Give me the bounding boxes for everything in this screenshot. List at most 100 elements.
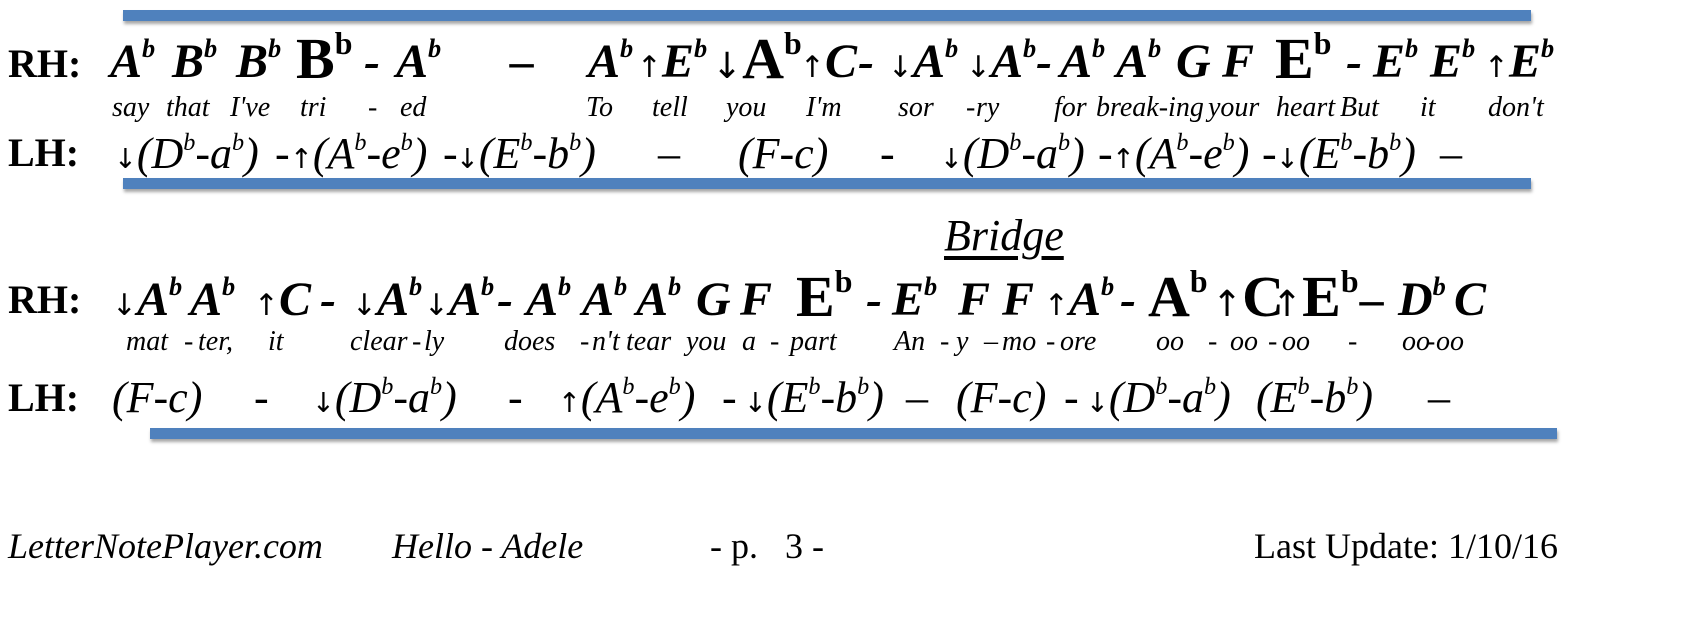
flat-sign: b — [381, 372, 394, 400]
lyric-syllable: - — [412, 326, 422, 357]
lyric-syllable: oo — [1436, 326, 1464, 357]
rh-note: Db — [1398, 273, 1446, 326]
lyric-syllable: it — [268, 326, 284, 357]
flat-sign: b — [1100, 271, 1115, 302]
note-letter: A — [742, 26, 785, 91]
lyric-syllable: ter, — [198, 326, 233, 357]
note-letter: E — [1302, 264, 1341, 329]
lh-chord: - — [443, 132, 458, 176]
rh-note: Bb — [296, 28, 352, 88]
note-letter: A — [912, 35, 945, 88]
flat-sign: b — [857, 372, 870, 400]
note-letter: E — [892, 273, 925, 326]
flat-sign: b — [693, 33, 708, 64]
chord-text: -e — [1188, 129, 1223, 178]
arrow-down-icon: ↓ — [1276, 144, 1299, 175]
flat-sign: b — [1092, 33, 1106, 64]
lyric-syllable: - — [770, 326, 780, 357]
rh-note: ↑C — [254, 276, 311, 324]
note-letter: E — [1275, 26, 1314, 91]
lh-chord: - — [1098, 132, 1113, 176]
lyric-syllable: you — [686, 326, 727, 357]
rh-note: ↓Ab — [352, 273, 422, 324]
note-letter: A — [110, 35, 143, 88]
chord-text: (A — [1134, 129, 1177, 178]
arrow-up-icon: ↑ — [290, 144, 313, 175]
lyric-syllable: An — [894, 326, 926, 357]
flat-sign: b — [268, 33, 282, 64]
arrow-down-icon: ↓ — [424, 288, 449, 323]
rh-note: ↑C — [800, 38, 857, 86]
rh-note: Ab — [1060, 35, 1105, 86]
rh-note: - — [858, 38, 874, 86]
chord-text: -e — [634, 373, 669, 422]
lyric-syllable: oo — [1156, 326, 1184, 357]
rh-note: Ab — [588, 35, 633, 88]
flat-sign: b — [1022, 33, 1037, 64]
flat-sign: b — [232, 128, 245, 156]
flat-sign: b — [168, 271, 183, 302]
note-letter: C — [824, 35, 857, 88]
flat-sign: b — [334, 26, 353, 62]
flat-sign: b — [400, 128, 413, 156]
lh-chord: - — [1064, 376, 1079, 420]
flat-sign: b — [834, 264, 853, 300]
flat-sign: b — [668, 271, 682, 302]
rh-note: F — [1002, 276, 1034, 324]
rh-note: – — [510, 38, 534, 86]
arrow-down-icon: ↓ — [456, 144, 479, 175]
flat-sign: b — [222, 271, 236, 302]
chord-text: (E — [1298, 129, 1341, 178]
rh-note: F — [958, 276, 990, 324]
lyric-syllable: your — [1208, 92, 1260, 123]
flat-sign: b — [142, 33, 156, 64]
lyric-syllable: don't — [1488, 92, 1544, 123]
lh-chords-line: ↓(Db-ab)-↑(Ab-eb)-↓(Eb-bb)–(F-c)-↓(Db-ab… — [0, 128, 1681, 178]
note-letter: C — [1242, 264, 1285, 329]
lh-chord: – — [1428, 376, 1450, 420]
lh-chords-line: (F-c)-↓(Db-ab)-↑(Ab-eb)-↓(Eb-bb)–(F-c)-↓… — [0, 372, 1681, 422]
lh-chord: ↑(Ab-eb) — [290, 128, 428, 178]
lh-chord: - — [254, 376, 269, 420]
chord-text: -b — [820, 373, 858, 422]
note-letter: - — [497, 273, 513, 326]
lyric-syllable: mo — [1002, 326, 1037, 357]
chord-text: ) — [680, 373, 696, 422]
chord-text: ) — [1234, 129, 1250, 178]
note-letter: A — [1148, 264, 1190, 329]
lyric-syllable: break-ing — [1096, 92, 1204, 123]
flat-sign: b — [1204, 372, 1217, 400]
note-letter: D — [1398, 273, 1433, 326]
rh-note: - — [1120, 276, 1136, 324]
flat-sign: b — [1389, 128, 1402, 156]
chord-text: - — [508, 373, 523, 422]
note-letter: E — [1373, 35, 1406, 88]
lyric-syllable: that — [166, 92, 210, 123]
chord-text: ) — [412, 129, 428, 178]
rh-note: Ab — [582, 273, 627, 324]
lyric-syllable: tear — [626, 326, 672, 357]
flat-sign: b — [428, 33, 442, 64]
note-letter: A — [1068, 273, 1101, 326]
flat-sign: b — [1155, 372, 1168, 400]
flat-sign: b — [480, 271, 495, 302]
flat-sign: b — [558, 271, 572, 302]
rh-note: Bb — [236, 35, 281, 86]
flat-sign: b — [183, 128, 196, 156]
rh-note: ↓Ab — [712, 28, 802, 88]
chord-text: - — [275, 129, 290, 178]
lyric-syllable: - — [1426, 326, 1436, 357]
chord-text: -e — [366, 129, 401, 178]
rule-system1-bottom — [123, 178, 1531, 189]
lh-chord: (Eb-bb) — [1256, 374, 1373, 420]
note-letter: C — [1454, 273, 1487, 326]
chord-text: ) — [442, 373, 457, 422]
lyric-syllable: heart — [1276, 92, 1336, 123]
flat-sign: b — [1189, 264, 1208, 300]
note-letter: F — [1222, 35, 1255, 88]
lyric-syllable: - — [368, 92, 378, 123]
note-letter: A — [588, 35, 621, 88]
lh-chord: (F-c) — [738, 132, 828, 176]
chord-text: ) — [244, 129, 259, 178]
